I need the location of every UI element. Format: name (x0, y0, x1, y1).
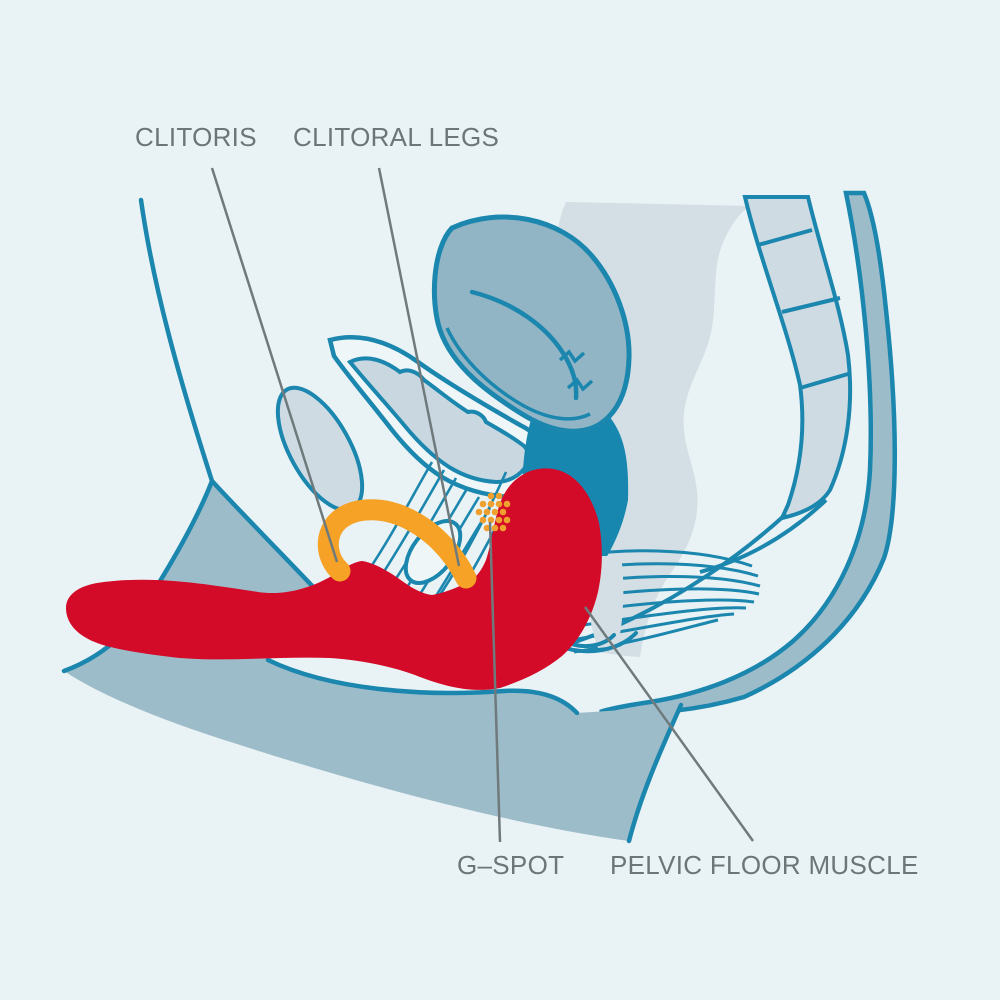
label-pelvic-floor-muscle: PELVIC FLOOR MUSCLE (610, 850, 919, 880)
bladder-lining-shape (346, 356, 531, 485)
sacrum-segment-line (799, 372, 849, 390)
cervix-fold-mark (566, 377, 594, 392)
leader-line-pelvic-floor (583, 606, 755, 842)
leader-line-g-spot (488, 521, 502, 843)
label-g-spot: G–SPOT (457, 850, 564, 880)
g-spot-dots (475, 492, 511, 532)
label-clitoral-legs: CLITORAL LEGS (293, 122, 499, 152)
cervix-fold-mark (558, 349, 586, 364)
leader-lines (210, 167, 755, 843)
perineum-outline (265, 657, 580, 716)
abdomen-outline (138, 197, 215, 484)
sacrum-segment-line (781, 296, 841, 314)
thigh-back-outline (626, 702, 684, 844)
label-clitoris: CLITORIS (135, 122, 257, 152)
thigh-mons-shape (64, 481, 681, 841)
leader-line-clitoris (210, 167, 339, 563)
leader-line-clitoral-legs (377, 167, 461, 567)
sacrum-segment-line (757, 228, 813, 247)
uterus-wall-line (445, 327, 591, 421)
sacrum-shape (742, 195, 853, 521)
clitoris-band-shape (317, 499, 477, 589)
